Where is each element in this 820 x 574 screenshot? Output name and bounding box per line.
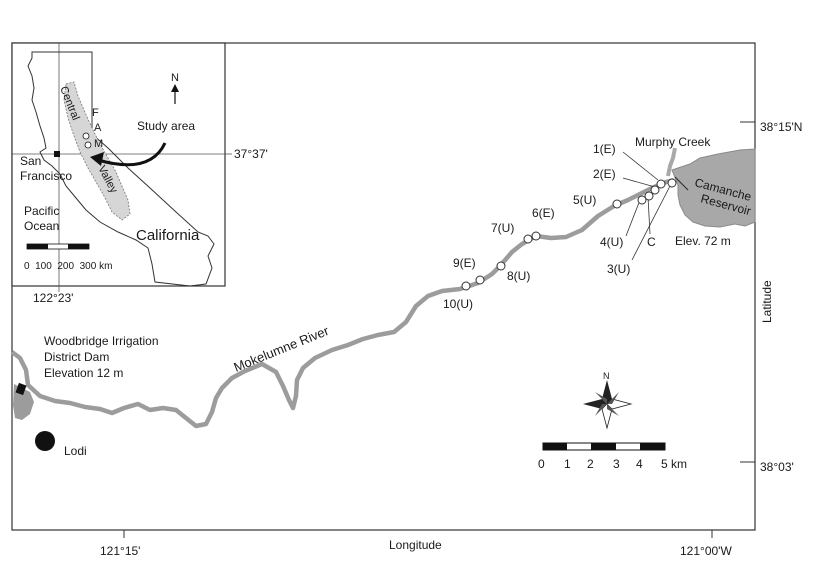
central-valley: [63, 81, 131, 221]
inset-map: [11, 42, 232, 292]
site-marker: [612, 199, 622, 209]
river-label: Mokelumne River: [232, 323, 332, 375]
y-tick-label: 38°15'N: [760, 120, 802, 134]
site-label: 6(E): [532, 206, 555, 220]
site-marker: [637, 195, 647, 205]
scale-tick: 1: [564, 457, 571, 471]
site-label: 3(U): [607, 262, 630, 276]
inset-sf-label: San: [20, 154, 41, 168]
camanche-reservoir: [671, 148, 756, 228]
site-label: 9(E): [453, 256, 476, 270]
y-axis-label: Latitude: [760, 280, 774, 323]
study-area-arrowhead: [90, 152, 104, 166]
inset-ocean-label: Pacific: [24, 204, 59, 218]
x-tick-label: 121°15': [100, 544, 140, 558]
scale-bar: [542, 442, 666, 451]
inset-ocean-label: Ocean: [24, 219, 59, 233]
lodi-marker: [35, 431, 55, 451]
site-label: 1(E): [593, 142, 616, 156]
scale-tick: 5 km: [661, 457, 687, 471]
lodi-label: Lodi: [64, 444, 87, 458]
site-label: C: [647, 235, 656, 249]
camanche-dam: [674, 176, 689, 191]
scale-tick: 2: [587, 457, 594, 471]
inset-study-area-label: Study area: [137, 119, 195, 133]
inset-lon-label: 122°23': [33, 291, 73, 305]
inset-state-label: California: [136, 227, 200, 244]
site-marker: [531, 231, 541, 241]
x-tick-label: 121°00'W: [680, 544, 732, 558]
site-label: 10(U): [443, 297, 473, 311]
mokelumne-river: [10, 177, 675, 429]
site-marker: [667, 178, 677, 188]
site-label: 8(U): [507, 269, 530, 283]
inset-scale-label: 0 100 200 300 km: [24, 261, 112, 272]
reservoir-elevation: Elev. 72 m: [675, 234, 731, 248]
scale-tick: 4: [636, 457, 643, 471]
sampling-sites: 1(E) 2(E) 3(U) 4(U) C 5(U) 6(E) 7(U) 8(U…: [443, 142, 677, 311]
dam-label: District Dam: [44, 350, 109, 364]
inset-north-label: N: [171, 72, 179, 84]
site-label: 2(E): [593, 167, 616, 181]
site-marker: [523, 234, 533, 244]
y-tick-label: 38°03': [760, 460, 794, 474]
compass-north-label: N: [603, 371, 610, 381]
inset-sf-label: Francisco: [20, 169, 72, 183]
scale-tick: 0: [538, 457, 545, 471]
inset-lat-label: 37°37': [234, 147, 268, 161]
site-marker: [656, 179, 666, 189]
site-marker: [496, 261, 506, 271]
inset-marker-label: M: [94, 138, 103, 150]
site-marker: [475, 275, 485, 285]
dam-label: Woodbridge Irrigation: [44, 334, 159, 348]
compass-rose: [583, 380, 633, 430]
murphy-creek: [666, 147, 677, 177]
creek-label: Murphy Creek: [635, 135, 711, 149]
inset-marker-label: F: [92, 107, 99, 119]
site-marker: [461, 281, 471, 291]
site-label: 5(U): [573, 193, 596, 207]
california-outline: [27, 51, 215, 287]
woodbridge-dam-marker: [15, 382, 27, 396]
dam-label: Elevation 12 m: [44, 366, 123, 380]
scale-tick: 3: [613, 457, 620, 471]
inset-marker-label: A: [94, 122, 102, 134]
site-label: 4(U): [600, 235, 623, 249]
study-area-arrow: [97, 142, 167, 167]
site-marker: [650, 185, 660, 195]
site-marker: [644, 191, 654, 201]
x-axis-label: Longitude: [389, 538, 442, 552]
site-label: 7(U): [491, 221, 514, 235]
